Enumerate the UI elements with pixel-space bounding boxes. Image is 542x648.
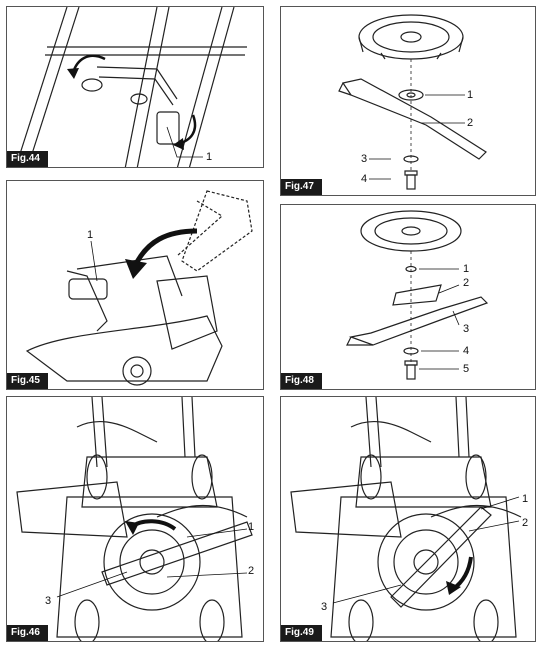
callout-1: 1 <box>463 263 470 275</box>
blade-assembly-exploded-view <box>338 14 487 190</box>
blade-assembly-exploded-view <box>346 210 489 380</box>
figure-label: Fig.45 <box>7 373 48 389</box>
callout-3: 3 <box>463 323 470 335</box>
figure-panel-fig49: 1 2 3 Fig.49 <box>280 396 536 642</box>
callout-1: 1 <box>206 151 213 163</box>
figure-label: Fig.46 <box>7 625 48 641</box>
figure-label: Fig.44 <box>7 151 48 167</box>
figure-label: Fig.49 <box>281 625 322 641</box>
handle-folded-over-mower-illustration <box>25 190 253 386</box>
handle-fold-illustration <box>18 7 247 167</box>
callout-1: 1 <box>248 521 255 533</box>
callout-1: 1 <box>522 493 529 505</box>
blade-installation-illustration <box>290 397 522 641</box>
figure-panel-fig48: 1 2 3 4 5 Fig.48 <box>280 204 536 390</box>
callout-2: 2 <box>467 117 474 129</box>
figure-panel-fig46: 1 2 3 Fig.46 <box>6 396 264 642</box>
callout-4: 4 <box>463 345 470 357</box>
callout-3: 3 <box>45 595 52 607</box>
figure-label: Fig.47 <box>281 179 322 195</box>
callout-2: 2 <box>248 565 255 577</box>
callout-4: 4 <box>361 173 368 185</box>
blade-removal-illustration <box>16 397 253 641</box>
figure-panel-fig47: 1 2 3 4 Fig.47 <box>280 6 536 196</box>
callout-5: 5 <box>463 363 470 375</box>
figure-panel-fig44: 1 Fig.44 <box>6 6 264 168</box>
callout-3: 3 <box>361 153 368 165</box>
callout-1: 1 <box>467 89 474 101</box>
callout-2: 2 <box>463 277 470 289</box>
callout-1: 1 <box>87 229 94 241</box>
callout-2: 2 <box>522 517 529 529</box>
figure-label: Fig.48 <box>281 373 322 389</box>
figure-panel-fig45: 1 Fig.45 <box>6 180 264 390</box>
callout-3: 3 <box>321 601 328 613</box>
